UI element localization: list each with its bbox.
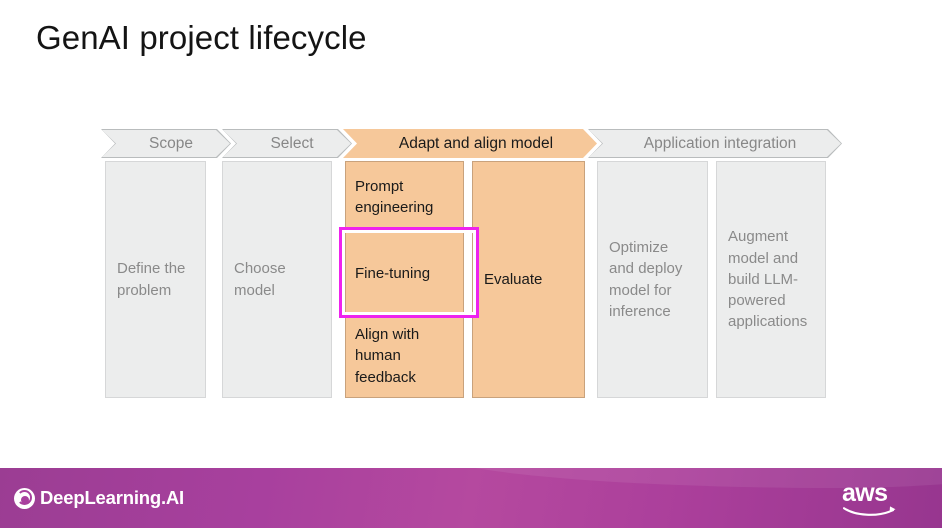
- column-box-evaluate-text: Evaluate: [484, 270, 543, 288]
- column-box-augment-model-text: Augment model and build LLM-powered appl…: [728, 228, 808, 331]
- adapt-step-align-with-human-feedback[interactable]: Align with human feedback: [345, 314, 464, 398]
- chevron-fill: [589, 130, 841, 157]
- fine-tuning-highlight-box: [339, 227, 479, 318]
- column-box-optimize-and-deploy[interactable]: Optimize and deploy model for inference: [597, 161, 708, 398]
- page-title: GenAI project lifecycle: [36, 19, 367, 56]
- adapt-step-prompt-engineering[interactable]: Prompt engineering: [345, 161, 464, 233]
- aws-wordmark-text: aws: [842, 479, 888, 507]
- aws-logo: aws: [842, 479, 900, 516]
- deeplearning-logo: DeepLearning.AI: [14, 487, 184, 509]
- column-box-define-the-problem-text: Define the problem: [117, 260, 186, 299]
- adapt-step-fine-tuning-text: Fine-tuning: [355, 264, 431, 282]
- adapt-step-prompt-engineering-text: Prompt engineering: [355, 177, 434, 216]
- phase-chevron-application-label: Application integration: [643, 134, 797, 152]
- chevron-fill: [102, 130, 230, 157]
- phase-chevron-application-integration[interactable]: Application integration: [588, 129, 842, 158]
- column-box-evaluate[interactable]: Evaluate: [472, 161, 585, 398]
- phase-chevron-scope-label: Scope: [149, 134, 193, 152]
- footer-bar: DeepLearning.AI aws: [0, 468, 942, 528]
- column-box-optimize-and-deploy-text: Optimize and deploy model for inference: [609, 238, 683, 320]
- phase-chevron-select-label: Select: [270, 134, 314, 152]
- chevron-fill: [223, 130, 351, 157]
- phase-chevron-select[interactable]: Select: [222, 129, 352, 158]
- aws-smile-icon: [843, 506, 896, 516]
- adapt-step-align-with-human-feedback-text: Align with human feedback: [355, 326, 420, 386]
- column-box-define-the-problem[interactable]: Define the problem: [105, 161, 206, 398]
- lifecycle-diagram: Scope Select Adapt and align model Appli…: [0, 0, 942, 398]
- phase-chevron-adapt-label: Adapt and align model: [398, 134, 554, 152]
- column-box-augment-model[interactable]: Augment model and build LLM-powered appl…: [716, 161, 826, 398]
- column-box-choose-model-text: Choose model: [234, 260, 286, 299]
- phase-chevron-adapt-and-align-model[interactable]: Adapt and align model: [343, 129, 597, 158]
- column-box-choose-model[interactable]: Choose model: [222, 161, 332, 398]
- phase-chevron-scope[interactable]: Scope: [101, 129, 231, 158]
- deeplearning-spiral-icon: [14, 487, 35, 509]
- deeplearning-logo-text: DeepLearning.AI: [40, 487, 184, 508]
